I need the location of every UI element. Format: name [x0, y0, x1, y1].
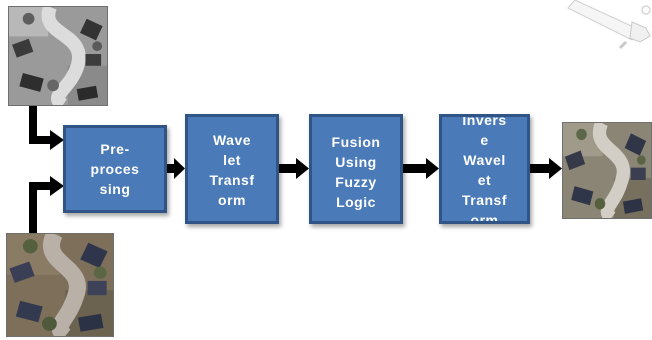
preprocessing-label-line: Pre- — [100, 141, 130, 157]
wavelet-label-line: orm — [218, 192, 246, 208]
input-image-top — [8, 6, 108, 106]
arrow-preprocess-to-wavelet — [167, 158, 185, 179]
preprocessing-label-line: sing — [99, 181, 131, 197]
connector-top-input — [29, 106, 52, 144]
arrow-inverse-to-output — [530, 158, 562, 179]
arrow-bottom-input — [50, 176, 64, 196]
inverse-label-line: Wavel — [463, 152, 506, 168]
preprocessing-block: Pre- proces sing — [63, 125, 167, 213]
inverse-label-line: orm — [470, 212, 499, 224]
inverse-label-line: Invers — [462, 114, 507, 128]
pen-decoration-icon — [567, 0, 651, 50]
input-image-bottom — [6, 233, 114, 337]
arrow-top-input — [50, 130, 64, 150]
fuzzy-fusion-block: Fusion Using Fuzzy Logic — [309, 114, 403, 224]
output-fused-image — [562, 122, 652, 219]
wavelet-label-line: let — [223, 152, 241, 168]
fusion-label-line: Fuzzy — [335, 174, 377, 190]
arrow-fusion-to-inverse — [403, 158, 439, 179]
fusion-label-line: Logic — [336, 194, 376, 210]
wavelet-transform-block: Wave let Transf orm — [185, 114, 279, 224]
arrow-wavelet-to-fusion — [279, 158, 309, 179]
fusion-label-line: Using — [335, 154, 377, 170]
inverse-label-line: et — [477, 172, 492, 188]
inverse-wavelet-transform-block: Invers e Wavel et Transf orm — [439, 114, 530, 224]
wavelet-label-line: Wave — [212, 132, 252, 148]
fusion-label-line: Fusion — [331, 134, 381, 150]
inverse-label-line: e — [480, 132, 489, 148]
wavelet-label-line: Transf — [209, 172, 255, 188]
connector-bottom-input — [29, 182, 52, 233]
preprocessing-label-line: proces — [90, 161, 140, 177]
inverse-label-line: Transf — [461, 192, 507, 208]
